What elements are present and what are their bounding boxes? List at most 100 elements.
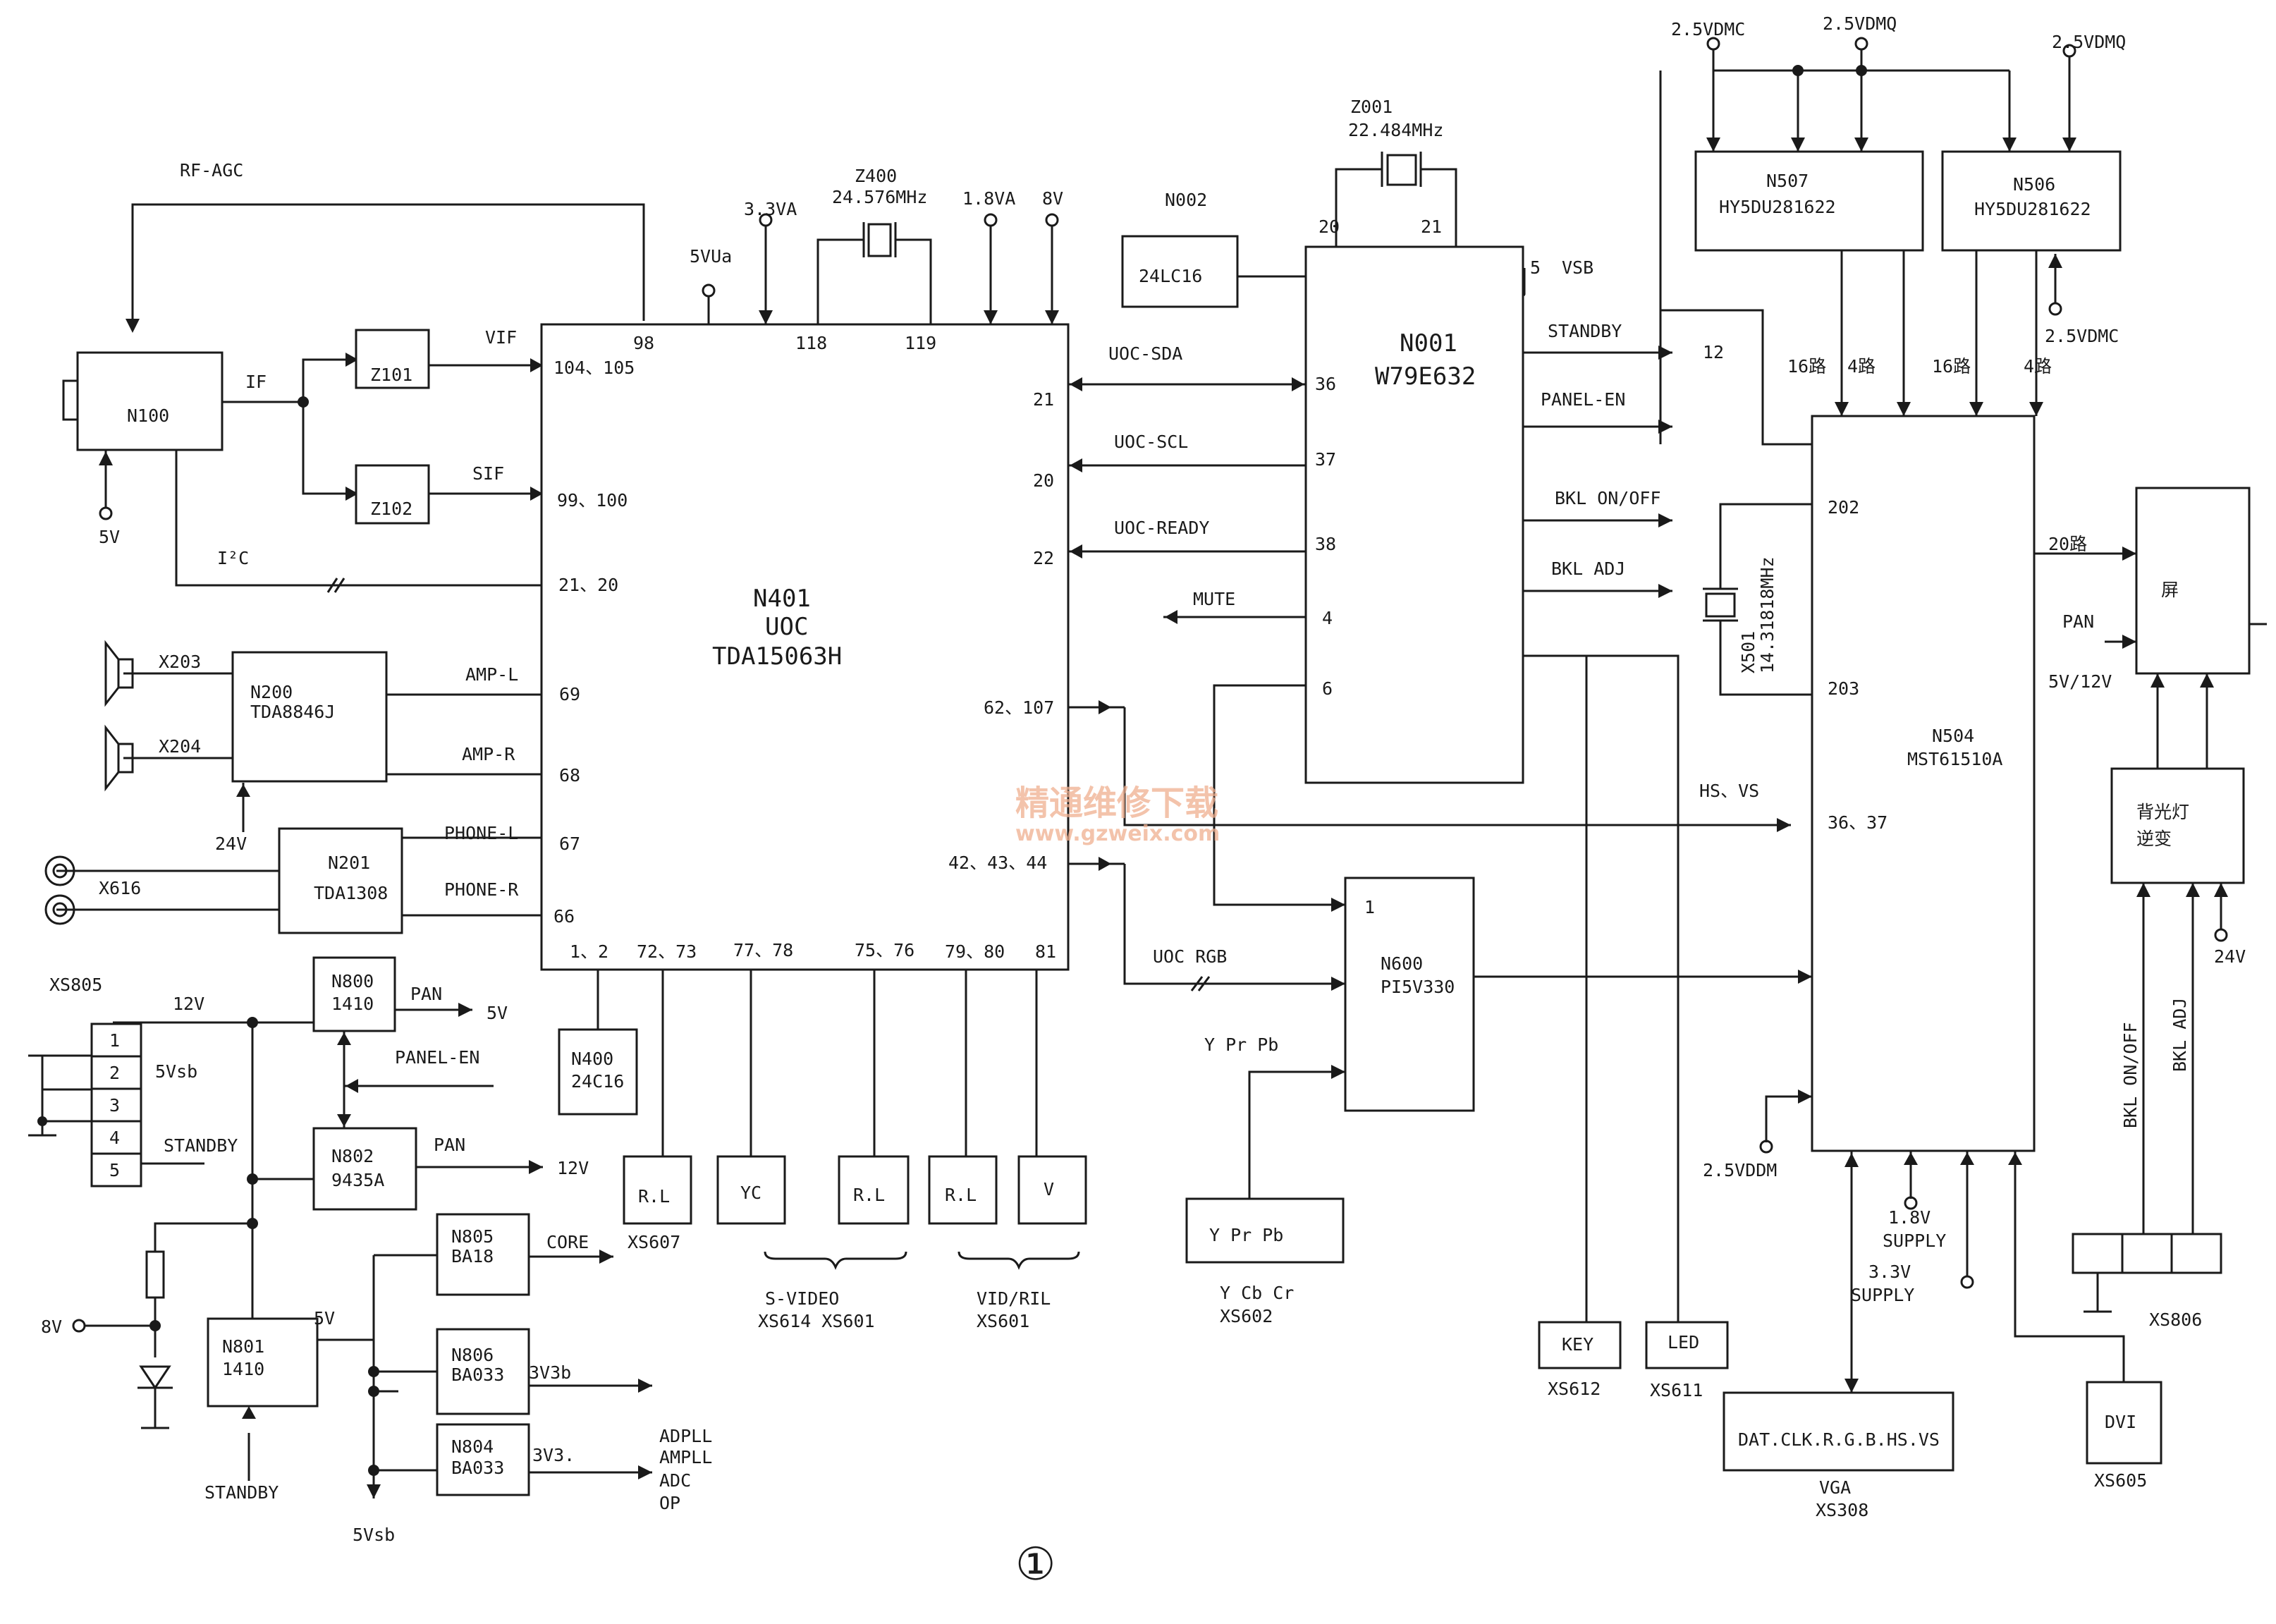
svg-text:PANEL-EN: PANEL-EN <box>1541 389 1625 410</box>
svg-text:XS601: XS601 <box>977 1311 1029 1331</box>
svg-text:VIF: VIF <box>485 327 517 348</box>
n400-block <box>558 1028 638 1116</box>
xs607-connector <box>623 1155 692 1225</box>
n801-block <box>207 1317 319 1408</box>
n100-connector <box>62 379 79 421</box>
svg-text:www.gzweix.com: www.gzweix.com <box>1015 822 1220 846</box>
svg-text:5V: 5V <box>314 1308 335 1329</box>
xs607-label: R.L <box>638 1186 670 1207</box>
ypbpr-label: Y Pr Pb <box>1209 1225 1283 1245</box>
backlight-label-2: 逆变 <box>2136 829 2172 849</box>
signal-labels: RF-AGC IF VIF SIF I²C 5V AMP-L AMP-R PHO… <box>41 13 2246 1545</box>
svg-text:203: 203 <box>1828 678 1859 699</box>
svg-text:81: 81 <box>1035 941 1056 962</box>
n200-ref: N200 <box>250 682 293 702</box>
xs806-pin-2 <box>2121 1233 2173 1274</box>
svg-text:XS806: XS806 <box>2149 1309 2202 1330</box>
svg-text:20路: 20路 <box>2048 534 2087 554</box>
svg-text:Z001: Z001 <box>1350 97 1393 117</box>
svg-text:98: 98 <box>633 333 654 353</box>
svg-text:21: 21 <box>1421 216 1442 237</box>
backlight-label-1: 背光灯 <box>2136 802 2189 822</box>
svg-text:4路: 4路 <box>2024 356 2052 377</box>
svg-text:16路: 16路 <box>1932 356 1971 377</box>
svg-text:XS614 XS601: XS614 XS601 <box>758 1311 875 1331</box>
led-block <box>1645 1321 1729 1369</box>
svg-text:PAN: PAN <box>410 984 442 1004</box>
backlight-inverter-block <box>2110 767 2245 884</box>
bkl-onoff-vertical: BKL ON/OFF <box>2120 1022 2141 1128</box>
svg-text:IF: IF <box>245 372 267 392</box>
svg-text:OP: OP <box>659 1493 680 1513</box>
n800-ref: N800 <box>331 971 374 991</box>
svg-text:STANDBY: STANDBY <box>1548 321 1622 341</box>
n800-part: 1410 <box>331 994 374 1014</box>
n001-block <box>1304 245 1524 784</box>
n800-block <box>312 956 396 1032</box>
svg-text:SUPPLY: SUPPLY <box>1851 1285 1914 1305</box>
svg-text:22.484MHz: 22.484MHz <box>1348 120 1443 140</box>
n001-ref: N001 <box>1400 329 1457 358</box>
xs806-pin-1 <box>2072 1233 2124 1274</box>
svg-text:X203: X203 <box>159 652 201 672</box>
svg-text:5: 5 <box>1530 257 1541 278</box>
svideo-rl-label: R.L <box>853 1185 885 1205</box>
n200-block <box>231 651 388 783</box>
svg-text:AMP-R: AMP-R <box>462 744 515 764</box>
svg-text:118: 118 <box>795 333 827 353</box>
svg-text:1: 1 <box>1364 897 1375 917</box>
svg-text:SIF: SIF <box>472 463 504 484</box>
n504-block <box>1811 415 2036 1152</box>
z102-block <box>355 464 430 525</box>
dvi-label: DVI <box>2105 1412 2136 1432</box>
watermark: 精通维修下载 www.gzweix.com <box>1015 783 1220 846</box>
svg-text:2: 2 <box>109 1063 120 1083</box>
n802-part: 9435A <box>331 1170 384 1190</box>
z101-block <box>355 329 430 389</box>
svg-text:21、20: 21、20 <box>558 575 618 595</box>
n401-ref: N401 <box>753 585 811 613</box>
z102-label: Z102 <box>370 499 412 519</box>
n200-part: TDA8846J <box>250 702 335 722</box>
svg-text:24V: 24V <box>215 834 247 854</box>
svg-text:XS308: XS308 <box>1816 1500 1868 1520</box>
svg-text:12V: 12V <box>173 994 204 1014</box>
dvi-connector <box>2086 1381 2162 1465</box>
svg-text:119: 119 <box>905 333 936 353</box>
svg-text:79、80: 79、80 <box>945 941 1005 962</box>
svg-text:VID/RIL: VID/RIL <box>977 1288 1051 1309</box>
svg-text:68: 68 <box>559 765 580 786</box>
svg-text:1.8V: 1.8V <box>1888 1207 1931 1228</box>
n804-part: BA033 <box>451 1458 504 1478</box>
svg-text:X616: X616 <box>99 878 141 898</box>
svg-text:UOC-SDA: UOC-SDA <box>1108 343 1182 364</box>
n100-label: N100 <box>127 405 169 426</box>
screen-block <box>2135 487 2251 675</box>
n507-ref: N507 <box>1766 171 1809 191</box>
n401-block <box>540 323 1070 971</box>
vga-connector <box>1723 1391 1954 1472</box>
svg-text:4路: 4路 <box>1847 356 1876 377</box>
n806-block <box>436 1328 530 1415</box>
svg-text:3: 3 <box>109 1095 120 1116</box>
svg-text:3V3.: 3V3. <box>532 1445 575 1465</box>
svg-text:RF-AGC: RF-AGC <box>180 160 243 181</box>
svg-text:UOC-READY: UOC-READY <box>1114 518 1209 538</box>
n401-name: UOC <box>765 613 808 641</box>
svg-text:75、76: 75、76 <box>855 940 914 960</box>
v-connector <box>1017 1155 1087 1225</box>
svg-text:24V: 24V <box>2214 946 2246 967</box>
svg-text:6: 6 <box>1322 678 1333 699</box>
led-label: LED <box>1668 1332 1699 1353</box>
svg-text:24.576MHz: 24.576MHz <box>832 187 927 207</box>
n506-part: HY5DU281622 <box>1974 199 2091 219</box>
svg-text:5V/12V: 5V/12V <box>2048 671 2112 692</box>
svg-text:67: 67 <box>559 834 580 854</box>
svg-text:SUPPLY: SUPPLY <box>1883 1231 1946 1251</box>
captions: XS607 S-VIDEO XS614 XS601 VID/RIL XS601 … <box>628 1232 2202 1591</box>
svg-text:1、2: 1、2 <box>570 941 608 962</box>
svg-text:STANDBY: STANDBY <box>164 1135 238 1156</box>
n100-block <box>76 351 224 451</box>
svg-text:精通维修下载: 精通维修下载 <box>1015 783 1218 823</box>
